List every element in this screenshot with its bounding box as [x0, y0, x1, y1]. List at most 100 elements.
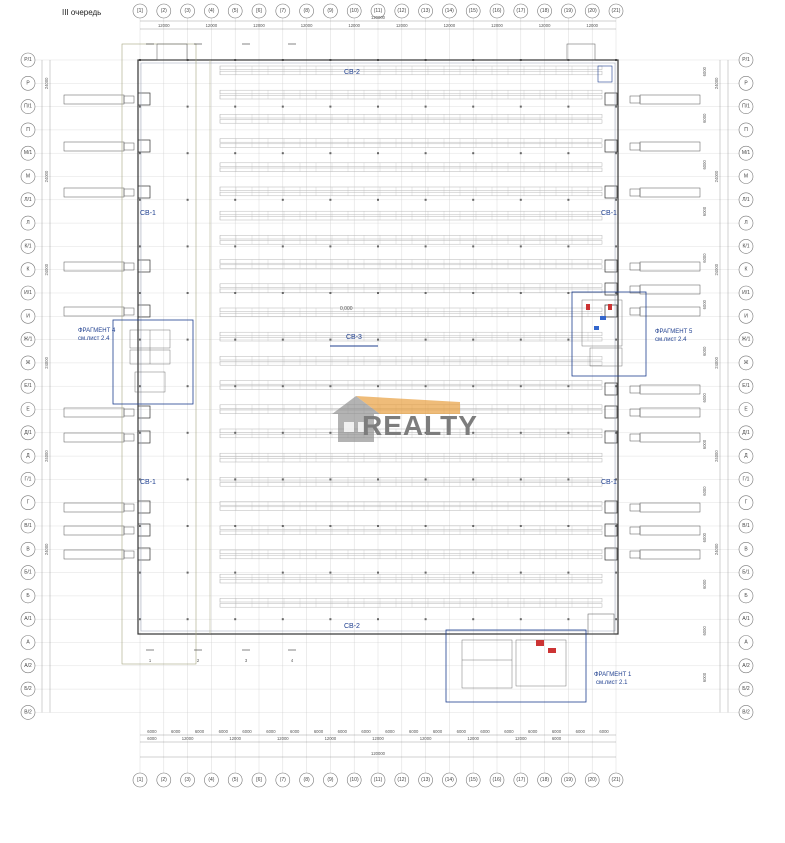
dim-right-row: 6000	[702, 206, 707, 216]
dock-door	[604, 523, 618, 537]
dim-bottom-bay: 6000	[266, 729, 276, 734]
sv2-bottom-label: СВ-2	[344, 623, 360, 630]
structural-column	[281, 571, 284, 574]
right-axis-bubble: В/1	[738, 518, 754, 534]
right-axis-bubble: Г/1	[738, 472, 754, 487]
top-axis-bubble-label: (19)	[564, 8, 573, 14]
structural-column	[519, 152, 522, 155]
right-axis-bubble: К	[738, 262, 754, 278]
structural-column	[377, 292, 379, 294]
right-axis-bubble: Д	[738, 448, 754, 464]
left-axis-bubble: Р/1	[20, 52, 36, 68]
right-axis-bubble: Д/1	[738, 425, 754, 441]
structural-column	[329, 571, 332, 574]
structural-column	[377, 571, 379, 574]
left-axis-bubble-label: Д/1	[24, 430, 32, 436]
bottom-axis-bubble: (11)	[370, 772, 386, 788]
dim-left-span: 24000	[44, 170, 49, 182]
structural-column	[234, 618, 237, 621]
right-axis-bubble-label: В	[744, 546, 748, 552]
top-axis-bubble-label: (17)	[516, 8, 525, 14]
structural-column	[281, 478, 284, 481]
room-top-right	[597, 65, 613, 83]
left-axis-bubble-label: Л/1	[24, 197, 32, 203]
dim-right-span: 24000	[714, 543, 719, 555]
structural-column	[615, 105, 617, 108]
structural-column	[519, 245, 522, 248]
structural-column	[234, 105, 237, 108]
dim-right-row: 6000	[702, 439, 707, 449]
left-axis-bubble: А/2	[20, 658, 36, 674]
dock-door	[604, 547, 618, 561]
right-axis-bubble-label: М	[744, 174, 748, 180]
dim-right-row: 6000	[702, 253, 707, 263]
top-axis-bubble-label: (13)	[421, 8, 430, 14]
bottom-axis-bubble: (2)	[156, 772, 172, 788]
top-axis-bubble-label: [6]	[256, 8, 262, 14]
structural-column	[519, 292, 522, 294]
left-axis-bubble-label: К/1	[24, 243, 31, 249]
right-axis-bubble-label: Е	[744, 407, 748, 413]
bottom-axis-bubble-label: (5)	[232, 777, 238, 783]
truck	[629, 407, 701, 418]
bottom-axis-bubble-label: [6]	[256, 777, 262, 783]
truck	[629, 187, 701, 198]
structural-column	[567, 571, 570, 574]
right-axis-bubble: В	[738, 541, 754, 557]
structural-column	[186, 525, 189, 527]
bottom-axis-bubble: (9)	[323, 772, 338, 788]
right-axis-bubble-label: Р/1	[742, 57, 750, 63]
top-axis-bubble: (8)	[299, 3, 314, 19]
right-axis-bubble-label: Б/2	[742, 686, 750, 692]
stair-block-top-left	[156, 43, 188, 61]
top-axis-bubble: (19)	[561, 3, 576, 19]
sv1-left-top-label: СВ-1	[140, 210, 156, 217]
left-axis-bubble: Д/1	[20, 425, 36, 441]
truck	[629, 141, 701, 152]
dim-left-span: 24000	[44, 356, 49, 368]
dim-bottom-bay: 6000	[504, 729, 514, 734]
dim-bottom-bay: 6000	[242, 729, 252, 734]
truck	[63, 525, 135, 536]
bottom-axis-bubble-label: (12)	[397, 777, 406, 783]
dim-bottom-segment: 12000	[467, 736, 479, 741]
bottom-axis-bubble-label: (14)	[445, 777, 454, 783]
structural-column	[139, 385, 141, 388]
left-axis-bubble: Р	[20, 76, 36, 91]
left-axis-bubble-label: А	[26, 640, 30, 646]
top-axis-bubble: (11)	[370, 3, 386, 19]
top-axis-bubble-label: (7)	[280, 8, 286, 14]
structural-column	[186, 292, 189, 294]
dim-bottom-bay: 6000	[171, 729, 181, 734]
dim-top-segment: 12000	[539, 23, 551, 28]
dock-door	[137, 92, 151, 106]
left-axis-bubble-label: Р	[26, 80, 30, 86]
structural-column	[329, 525, 332, 527]
dim-top-segment: 12000	[491, 23, 503, 28]
right-axis-bubble-label: В/2	[742, 709, 750, 715]
structural-column	[281, 105, 284, 108]
dock-door	[604, 139, 618, 153]
top-axis-bubble: (13)	[418, 3, 433, 19]
structural-column	[281, 525, 284, 527]
sv1-right-bottom-label: СВ-1	[601, 479, 617, 486]
left-axis-bubble: К	[20, 262, 36, 278]
sv1-right-top-label: СВ-1	[601, 210, 617, 217]
structural-column	[519, 618, 522, 621]
dim-right-span: 24000	[714, 263, 719, 275]
structural-column	[234, 338, 237, 341]
inner-wall-line	[140, 62, 616, 632]
structural-column	[281, 245, 284, 248]
dock-door	[137, 259, 151, 273]
dim-right-row: 6000	[702, 486, 707, 496]
left-axis-bubble: В/2	[20, 705, 36, 720]
fragment-1-rooms	[461, 639, 567, 689]
left-axis-bubble: Г/1	[20, 472, 36, 487]
left-axis-bubble: Г	[20, 495, 36, 511]
truck	[629, 306, 701, 317]
dim-bottom-segment: 12000	[515, 736, 527, 741]
structural-column	[281, 292, 284, 294]
top-axis-bubble-label: (16)	[493, 8, 502, 14]
left-axis-bubble-label: И/1	[24, 290, 32, 296]
truck	[63, 407, 135, 418]
